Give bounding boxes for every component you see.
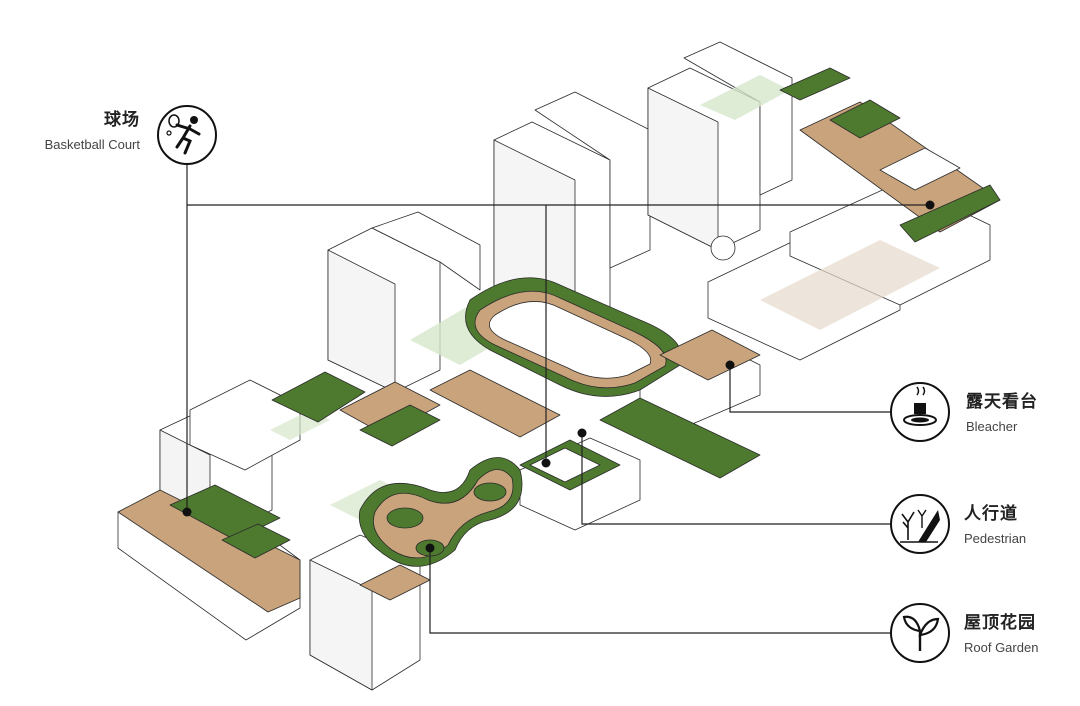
sprout-icon bbox=[890, 603, 950, 663]
legend-label-bleacher: 露天看台 Bleacher bbox=[966, 392, 1038, 434]
legend-en-pedestrian: Pedestrian bbox=[964, 531, 1027, 546]
leader-dots bbox=[182, 200, 935, 553]
legend-label-pedestrian: 人行道 Pedestrian bbox=[964, 504, 1027, 546]
tree-path-icon bbox=[890, 494, 950, 554]
fountain-icon bbox=[890, 382, 950, 442]
legend-en-garden: Roof Garden bbox=[964, 640, 1039, 655]
roof-surfaces bbox=[117, 67, 1001, 613]
tennis-player-icon bbox=[157, 105, 217, 165]
legend-cn-court: 球场 bbox=[104, 110, 140, 130]
leader-lines bbox=[186, 165, 930, 634]
legend-en-court: Basketball Court bbox=[44, 137, 140, 152]
legend-cn-bleacher: 露天看台 bbox=[966, 392, 1038, 412]
legend-label-garden: 屋顶花园 Roof Garden bbox=[964, 613, 1039, 655]
legend-label-court: 球场 Basketball Court bbox=[44, 110, 140, 152]
legend-en-bleacher: Bleacher bbox=[966, 419, 1018, 434]
legend-cn-pedestrian: 人行道 bbox=[964, 504, 1018, 524]
legend-cn-garden: 屋顶花园 bbox=[964, 613, 1036, 633]
